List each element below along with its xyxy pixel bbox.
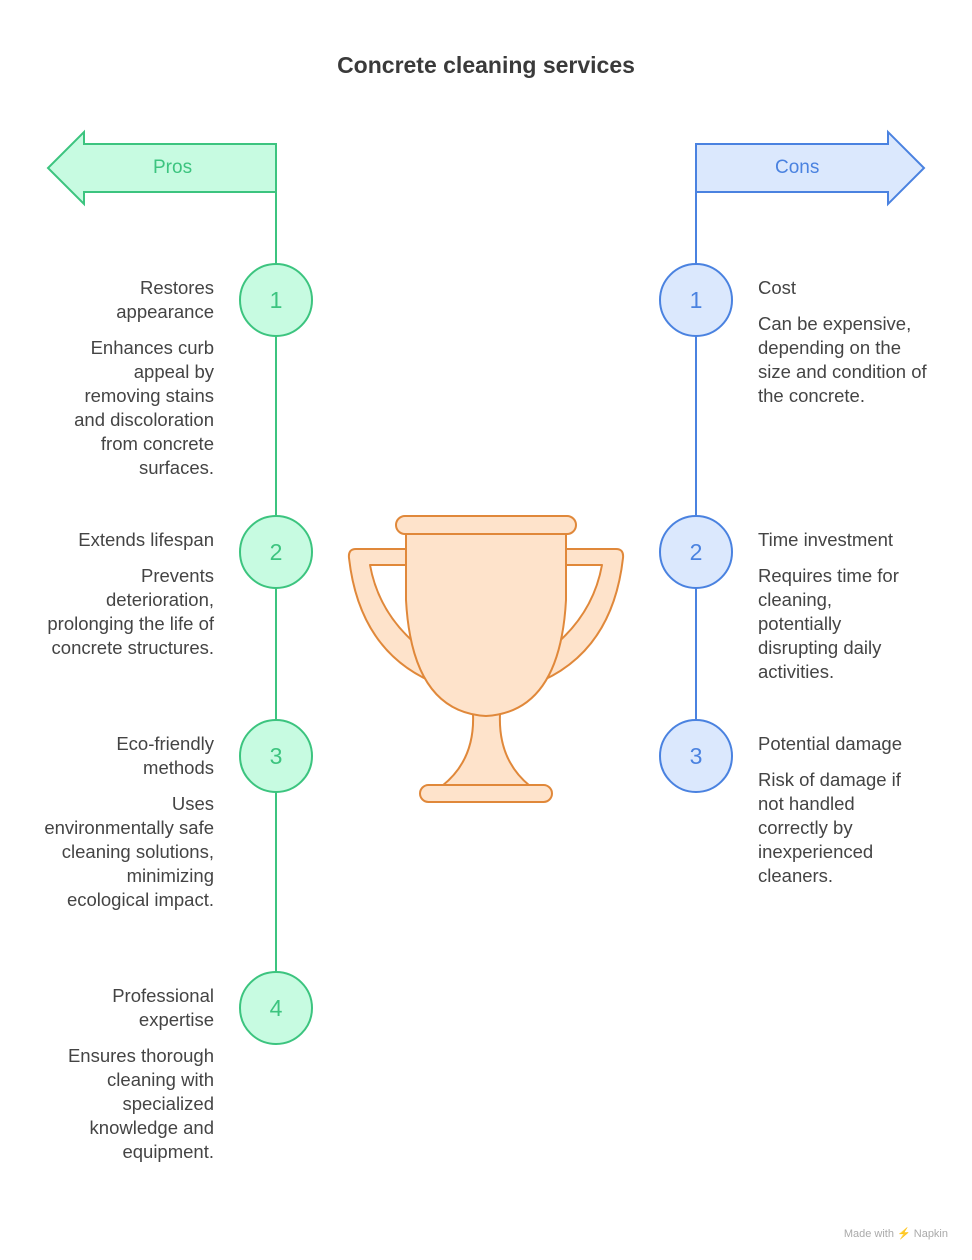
item-title: Professional expertise <box>112 985 214 1030</box>
cons-number: 1 <box>689 287 703 313</box>
pros-number: 2 <box>269 539 283 565</box>
pros-number: 4 <box>269 995 283 1021</box>
item-title: Eco-friendly methods <box>116 733 214 778</box>
item-description: Uses environmentally safe cleaning solut… <box>44 793 214 910</box>
pros-header: Pros <box>153 157 193 178</box>
pros-number: 3 <box>269 743 283 769</box>
diagram-title: Concrete cleaning services <box>337 52 635 78</box>
item-description: Requires time for cleaning, potentially … <box>758 565 899 682</box>
cons-number: 2 <box>689 539 703 565</box>
trophy-icon <box>347 515 625 803</box>
cons-number: 3 <box>689 743 703 769</box>
pros-arrow <box>46 129 277 207</box>
item-title: Cost <box>758 277 797 298</box>
pros-number: 1 <box>269 287 283 313</box>
footer-watermark: Made with ⚡ Napkin <box>843 1228 948 1240</box>
item-title: Potential damage <box>758 733 902 754</box>
item-description: Risk of damage if not handled correctly … <box>758 769 901 886</box>
cons-arrow <box>695 129 926 207</box>
item-title: Extends lifespan <box>78 529 214 550</box>
item-description: Prevents deterioration, prolonging the l… <box>47 565 214 658</box>
item-title: Time investment <box>758 529 894 550</box>
pros-circles <box>239 263 313 1045</box>
item-description: Can be expensive, depending on the size … <box>758 313 927 406</box>
item-title: Restores appearance <box>116 277 214 322</box>
item-description: Ensures thorough cleaning with specializ… <box>67 1045 214 1162</box>
cons-circles <box>659 263 733 793</box>
item-description: Enhances curb appeal by removing stains … <box>74 337 214 478</box>
cons-header: Cons <box>775 157 820 178</box>
